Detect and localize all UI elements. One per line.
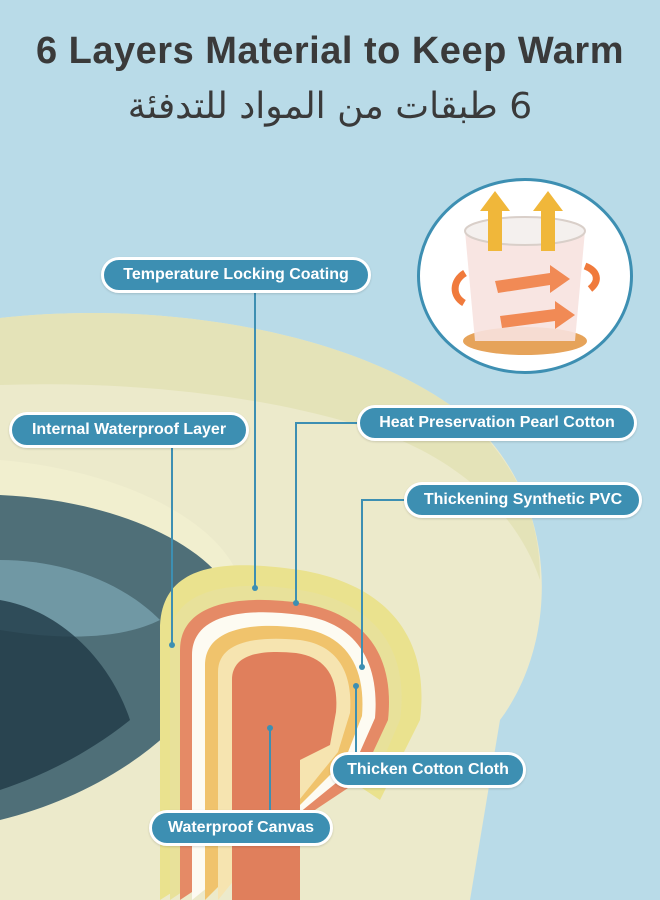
leader-lines: [171, 292, 405, 813]
tub-water-dark: [0, 600, 130, 790]
page-title: 6 Layers Material to Keep Warm: [35, 30, 625, 72]
heat-arrow-icon: [451, 191, 600, 329]
label-temperature-locking-coating: Temperature Locking Coating: [101, 257, 371, 293]
heat-retention-bucket-icon: [417, 178, 633, 374]
tub-outer-shade: [0, 313, 540, 580]
label-thickening-synthetic-pvc: Thickening Synthetic PVC: [404, 482, 642, 518]
leader-dots: [169, 585, 365, 731]
leader-pvc: [361, 499, 405, 667]
tub-inner-lip: [0, 460, 240, 590]
label-thicken-cotton-cloth: Thicken Cotton Cloth: [330, 752, 526, 788]
label-heat-preservation-pearl-cotton: Heat Preservation Pearl Cotton: [357, 405, 637, 441]
label-internal-waterproof-layer: Internal Waterproof Layer: [9, 412, 249, 448]
leader-pearl: [295, 422, 360, 603]
page-title-arabic: 6 طبقات من المواد للتدفئة: [127, 86, 533, 127]
label-waterproof-canvas: Waterproof Canvas: [149, 810, 333, 846]
